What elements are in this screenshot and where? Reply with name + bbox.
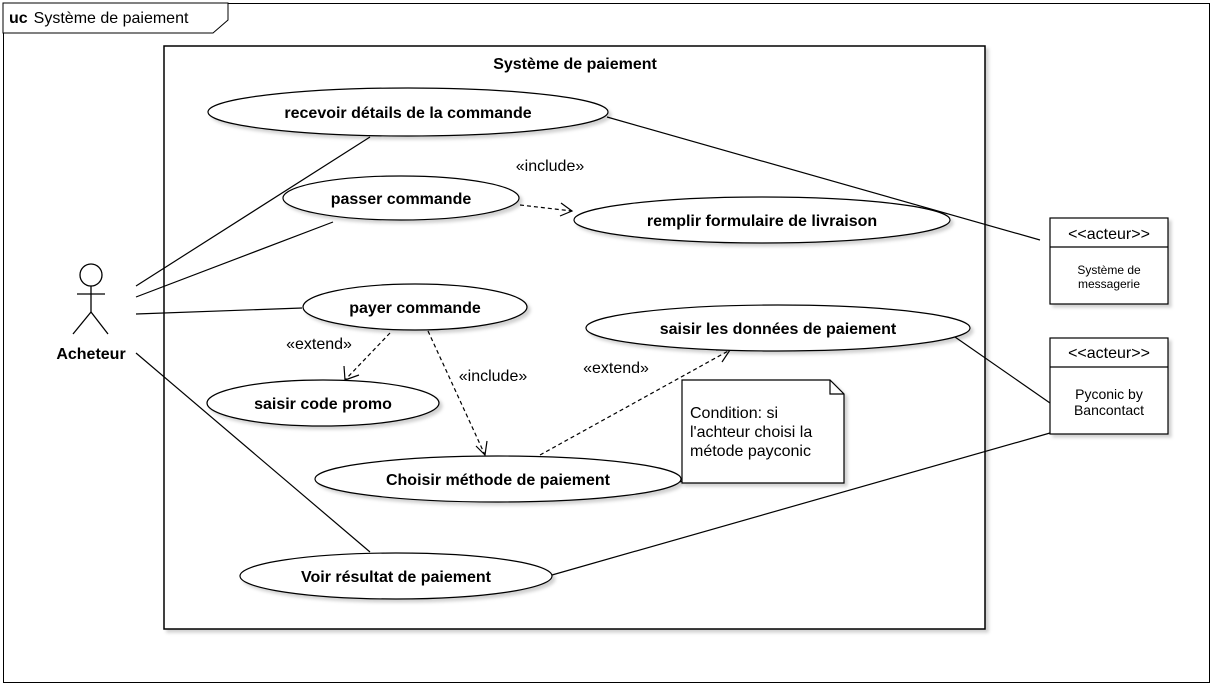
use-case-receive-details-label: recevoir détails de la commande xyxy=(284,105,531,122)
association-payment-data-payconic xyxy=(954,336,1051,404)
messaging-name-line-1: Système de xyxy=(1077,263,1141,277)
system-title: Système de paiement xyxy=(493,56,657,73)
association-receive-details-messaging xyxy=(606,116,1041,241)
messaging-box xyxy=(1049,217,1169,305)
use-case-enter-promo[interactable] xyxy=(206,379,440,427)
use-case-fill-form-label: remplir formulaire de livraison xyxy=(647,213,877,230)
note-line-3: métode payconic xyxy=(690,443,811,460)
use-case-choose-method-label: Choisir méthode de paiement xyxy=(386,472,611,489)
note-line-2: l'achteur choisi la xyxy=(690,424,812,441)
condition-note: Condition: si l'achteur choisi la métode… xyxy=(681,379,845,484)
association-buyer-view-result xyxy=(135,352,371,553)
use-case-enter-payment-data[interactable] xyxy=(585,304,971,352)
buyer-actor-icon xyxy=(72,263,109,335)
messaging-name-line-2: messagerie xyxy=(1078,277,1140,291)
arrowhead-include-2 xyxy=(475,440,488,457)
arrowhead-include-1 xyxy=(559,202,574,217)
payconic-box xyxy=(1049,337,1169,435)
actor-left-leg xyxy=(72,311,92,335)
actor-box-payconic[interactable]: <<acteur>> Pyconic by Bancontact xyxy=(1049,337,1169,435)
use-case-enter-payment-data-label: saisir les données de paiement xyxy=(660,321,897,338)
use-case-place-order-label: passer commande xyxy=(331,191,472,208)
use-case-receive-details[interactable] xyxy=(207,87,609,137)
use-case-pay-order-label: payer commande xyxy=(349,300,481,317)
payconic-stereotype: <<acteur>> xyxy=(1068,345,1150,362)
include-arrow-place-order xyxy=(519,204,573,212)
payconic-name-line-2: Bancontact xyxy=(1074,402,1144,418)
buyer-actor-label: Acheteur xyxy=(56,346,125,363)
extend-label-1: «extend» xyxy=(286,336,352,353)
payconic-name-line-1: Pyconic by xyxy=(1075,386,1143,402)
use-case-place-order[interactable] xyxy=(282,175,520,221)
association-buyer-pay-order xyxy=(135,307,303,315)
actor-right-leg xyxy=(90,311,109,335)
use-case-choose-method[interactable] xyxy=(314,455,682,503)
use-case-view-result-label: Voir résultat de paiement xyxy=(301,569,492,586)
frame-tab xyxy=(2,2,229,34)
use-case-view-result[interactable] xyxy=(239,552,553,600)
use-case-pay-order[interactable] xyxy=(302,283,528,331)
actor-head xyxy=(79,263,103,287)
use-case-enter-promo-label: saisir code promo xyxy=(254,396,392,413)
include-label-1: «include» xyxy=(516,158,585,175)
actor-box-messaging[interactable]: <<acteur>> Système de messagerie xyxy=(1049,217,1169,305)
note-line-1: Condition: si xyxy=(690,405,778,422)
include-label-2: «include» xyxy=(459,368,528,385)
include-arrow-choose-method xyxy=(427,330,486,456)
association-buyer-place-order xyxy=(135,221,334,298)
messaging-stereotype: <<acteur>> xyxy=(1068,226,1150,243)
extend-arrow-promo xyxy=(344,332,391,381)
extend-label-2: «extend» xyxy=(583,360,649,377)
association-view-result-payconic xyxy=(551,432,1051,576)
use-case-fill-form[interactable] xyxy=(573,196,951,244)
association-buyer-receive-details xyxy=(135,136,371,287)
note-fold xyxy=(829,380,844,395)
note-shape xyxy=(681,379,845,484)
extend-arrow-payment-data xyxy=(539,349,731,456)
